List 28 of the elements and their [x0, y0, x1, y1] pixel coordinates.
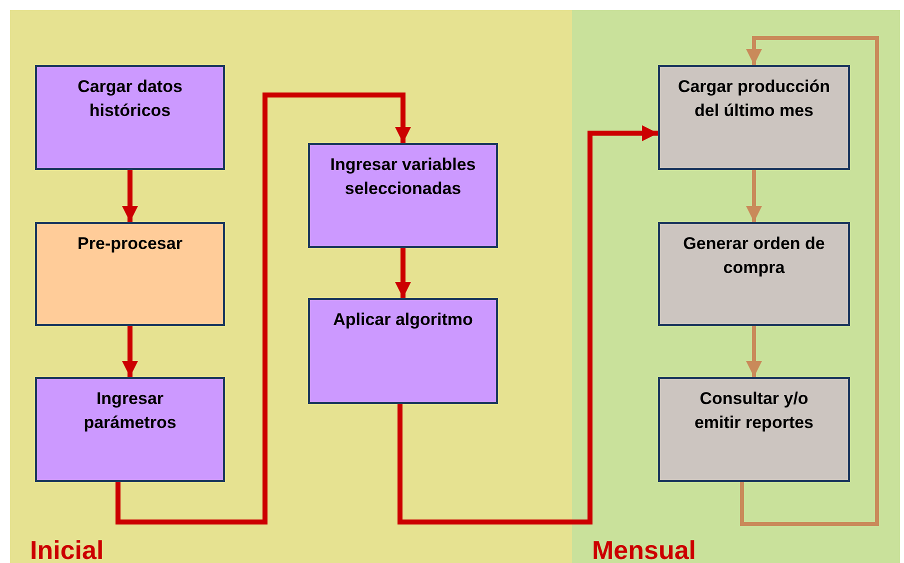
arrow: [116, 92, 411, 524]
process-box: [658, 377, 850, 482]
arrow: [122, 326, 138, 377]
arrow: [740, 36, 879, 526]
process-box: [308, 298, 498, 404]
box-text: Ingresar variables seleccionadas: [329, 154, 477, 200]
process-box: [658, 65, 850, 170]
box-text: Pre-procesar: [78, 233, 182, 255]
region-band: [10, 10, 572, 563]
box-text: Cargar producción del último mes: [676, 76, 832, 122]
arrow: [122, 170, 138, 222]
process-box: [35, 377, 225, 482]
region-label: Inicial: [30, 535, 104, 563]
region-label: Mensual: [592, 535, 696, 563]
arrow: [398, 125, 658, 524]
box-text: Cargar datos históricos: [76, 76, 184, 122]
box-text: Ingresar parámetros: [82, 388, 178, 434]
arrow: [395, 248, 411, 298]
region-band: [572, 10, 900, 563]
box-text: Aplicar algoritmo: [333, 309, 473, 331]
arrow: [746, 170, 762, 222]
process-box: [35, 222, 225, 326]
box-text: Consultar y/o emitir reportes: [693, 388, 815, 434]
process-box: [658, 222, 850, 326]
process-box: [308, 143, 498, 248]
arrow: [746, 326, 762, 377]
box-text: Generar orden de compra: [682, 233, 826, 279]
process-box: [35, 65, 225, 170]
